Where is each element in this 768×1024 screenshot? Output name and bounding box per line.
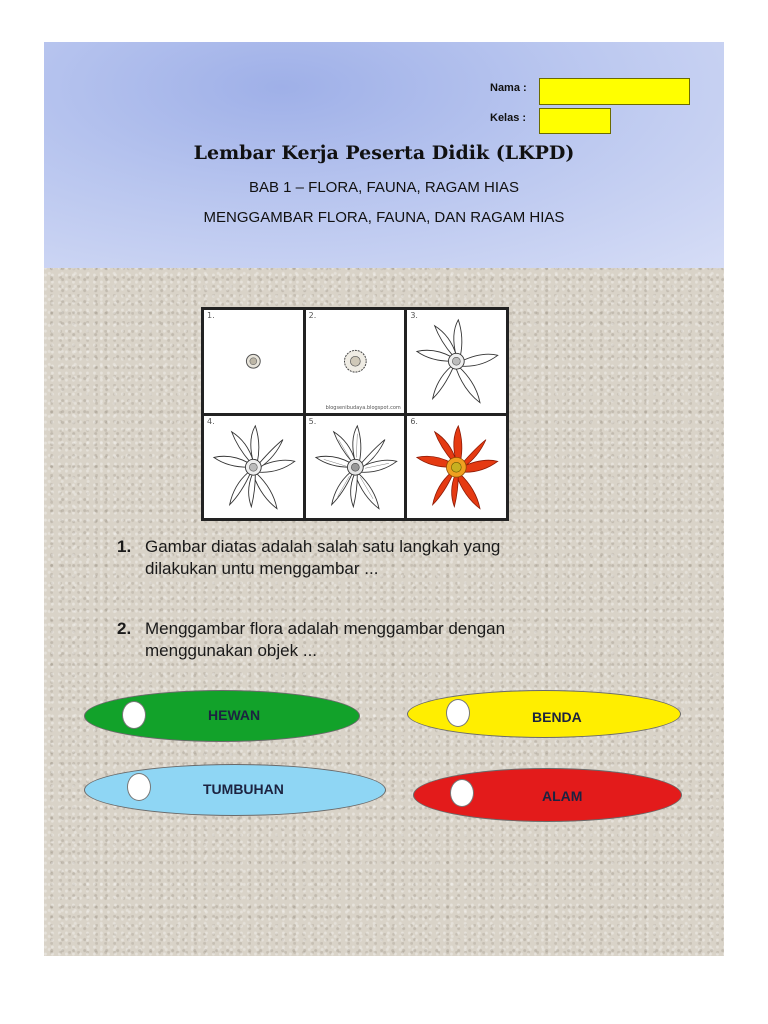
flower-step-4-drawing <box>212 424 296 510</box>
flower-steps-grid: 1. 2. blogsenibudaya.blogspot.com 3. <box>201 307 509 521</box>
step-cell-4: 4. <box>204 415 303 518</box>
chapter-subtitle: BAB 1 – FLORA, FAUNA, RAGAM HIAS <box>248 179 520 196</box>
step-number: 2. <box>308 311 317 320</box>
option-label: BENDA <box>532 709 582 725</box>
step-cell-1: 1. <box>204 310 303 413</box>
radio-circle[interactable] <box>450 779 474 807</box>
question-1: 1. Gambar diatas adalah salah satu langka… <box>117 536 500 580</box>
answer-option-tumbuhan[interactable]: TUMBUHAN <box>84 764 386 816</box>
worksheet-page: Nama : Kelas : Lembar Kerja Peserta Didi… <box>44 42 724 956</box>
flower-step-1-drawing <box>245 353 261 369</box>
answer-option-benda[interactable]: BENDA <box>407 690 681 738</box>
radio-circle[interactable] <box>446 699 470 727</box>
step-number: 1. <box>207 311 215 320</box>
radio-circle[interactable] <box>127 773 151 801</box>
flower-step-6-drawing <box>416 424 499 510</box>
name-field[interactable] <box>539 78 690 105</box>
class-label: Kelas : <box>490 112 527 124</box>
flower-step-2-drawing <box>343 349 367 373</box>
image-watermark: blogsenibudaya.blogspot.com <box>325 404 401 411</box>
name-label: Nama : <box>490 82 527 94</box>
step-cell-5: 5. <box>305 415 405 518</box>
question-text-line2: menggunakan objek ... <box>145 641 318 660</box>
question-number: 1. <box>117 537 132 556</box>
topic-subtitle: MENGGAMBAR FLORA, FAUNA, DAN RAGAM HIAS <box>203 209 565 226</box>
flower-step-3-drawing <box>416 318 500 404</box>
step-number: 5. <box>308 416 317 426</box>
option-label: ALAM <box>542 788 583 804</box>
question-text: Menggambar flora adalah menggambar denga… <box>145 619 506 638</box>
step-cell-3: 3. <box>407 310 506 413</box>
step-number: 3. <box>410 311 418 320</box>
question-text: Gambar diatas adalah salah satu langkah … <box>145 537 501 556</box>
question-2: 2. Menggambar flora adalah menggambar den… <box>117 618 505 662</box>
radio-circle[interactable] <box>122 701 146 729</box>
class-field[interactable] <box>539 108 611 134</box>
answer-option-alam[interactable]: ALAM <box>413 768 682 822</box>
option-label: TUMBUHAN <box>203 781 284 797</box>
question-text-line2: dilakukan untu menggambar ... <box>145 559 379 578</box>
answer-option-hewan[interactable]: HEWAN <box>84 690 360 742</box>
flower-step-5-drawing <box>314 424 398 510</box>
page-title: Lembar Kerja Peserta Didik (LKPD) <box>193 142 575 164</box>
step-number: 4. <box>207 416 215 426</box>
header-banner: Nama : Kelas : Lembar Kerja Peserta Didi… <box>44 42 724 268</box>
step-cell-2: 2. blogsenibudaya.blogspot.com <box>305 310 405 413</box>
step-cell-6: 6. <box>407 415 506 518</box>
option-label: HEWAN <box>208 707 261 723</box>
step-number: 6. <box>410 416 418 426</box>
question-number: 2. <box>117 619 132 638</box>
